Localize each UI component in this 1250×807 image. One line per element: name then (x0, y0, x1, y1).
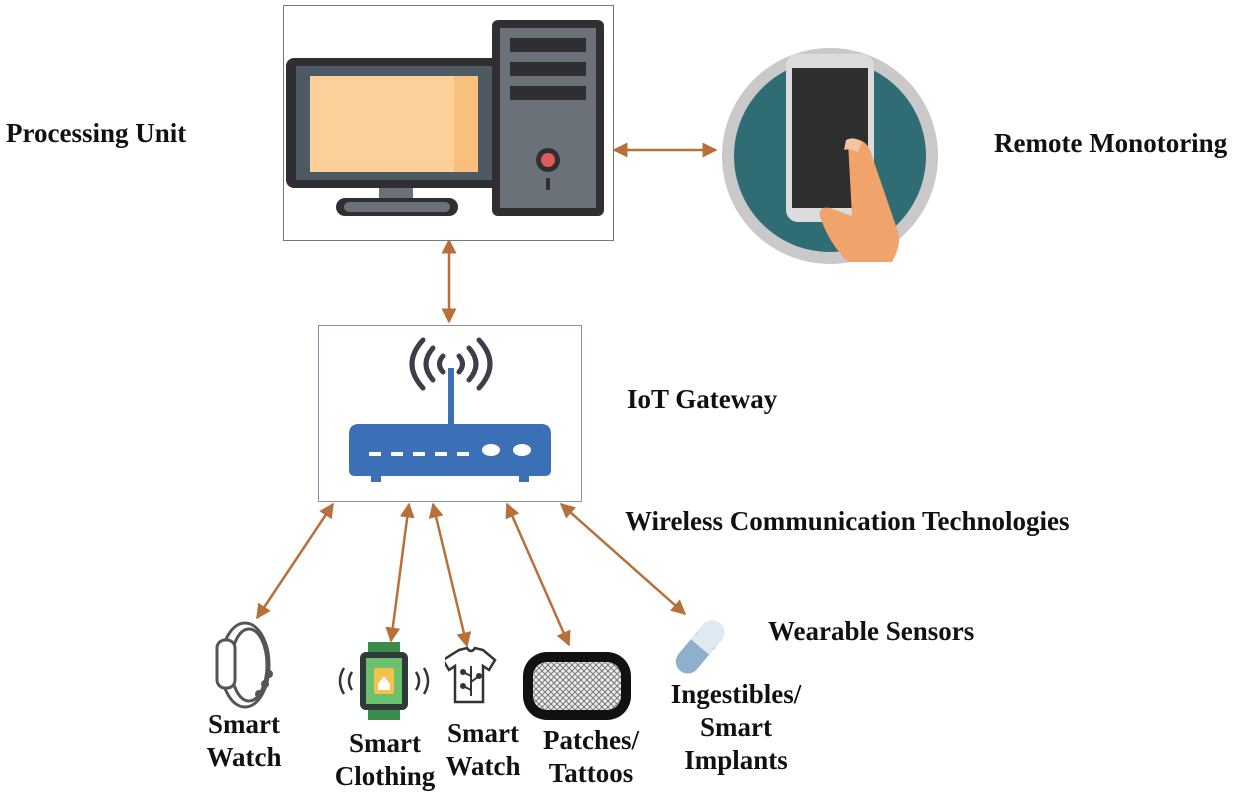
desktop-computer-icon (286, 20, 604, 216)
remote-monitoring-label: Remote Monotoring (994, 128, 1228, 158)
patch-icon (523, 652, 631, 720)
device-label-line: Smart (447, 718, 519, 748)
device-label-line: Ingestibles/ (670, 679, 802, 709)
device-label-ingestibles: Ingestibles/ Smart Implants (650, 678, 822, 777)
wearable-sensors-label: Wearable Sensors (768, 616, 975, 646)
arrow-gateway-capsule (559, 503, 687, 615)
fitness-band-icon (215, 621, 273, 709)
device-label-line: Smart (349, 728, 421, 758)
processing-unit-label: Processing Unit (6, 118, 187, 148)
remote-monitoring-node (718, 46, 943, 271)
iot-gateway-label: IoT Gateway (627, 384, 778, 414)
device-label-line: Smart (208, 709, 280, 739)
device-label-line: Patches/ (543, 725, 639, 755)
device-label-smart-watch-1: Smart Watch (196, 708, 292, 774)
device-label-line: Clothing (334, 761, 436, 791)
device-label-smart-clothing: Smart Clothing (328, 727, 442, 793)
wireless-tech-label: Wireless Communication Technologies (625, 506, 1070, 536)
smartwatch-icon (338, 642, 430, 720)
wifi-router-icon (349, 337, 551, 482)
arrow-gateway-smartwatch (385, 502, 415, 643)
arrow-gateway-shirt (428, 502, 472, 648)
iot-gateway-box (318, 325, 582, 502)
processing-unit-box (283, 5, 614, 241)
device-label-smart-watch-2: Smart Watch (438, 717, 528, 783)
device-label-patches-tattoos: Patches/ Tattoos (530, 724, 652, 790)
device-label-line: Watch (206, 742, 282, 772)
device-label-line: Watch (445, 751, 521, 781)
arrow-gateway-band (255, 502, 335, 620)
arrow-gateway-patch (505, 502, 571, 647)
smart-shirt-icon (445, 646, 497, 704)
device-label-line: Tattoos (548, 758, 634, 788)
capsule-icon (675, 620, 725, 674)
device-label-line: Implants (684, 745, 788, 775)
smartphone-in-hand-icon (722, 48, 938, 264)
device-label-line: Smart (700, 712, 772, 742)
